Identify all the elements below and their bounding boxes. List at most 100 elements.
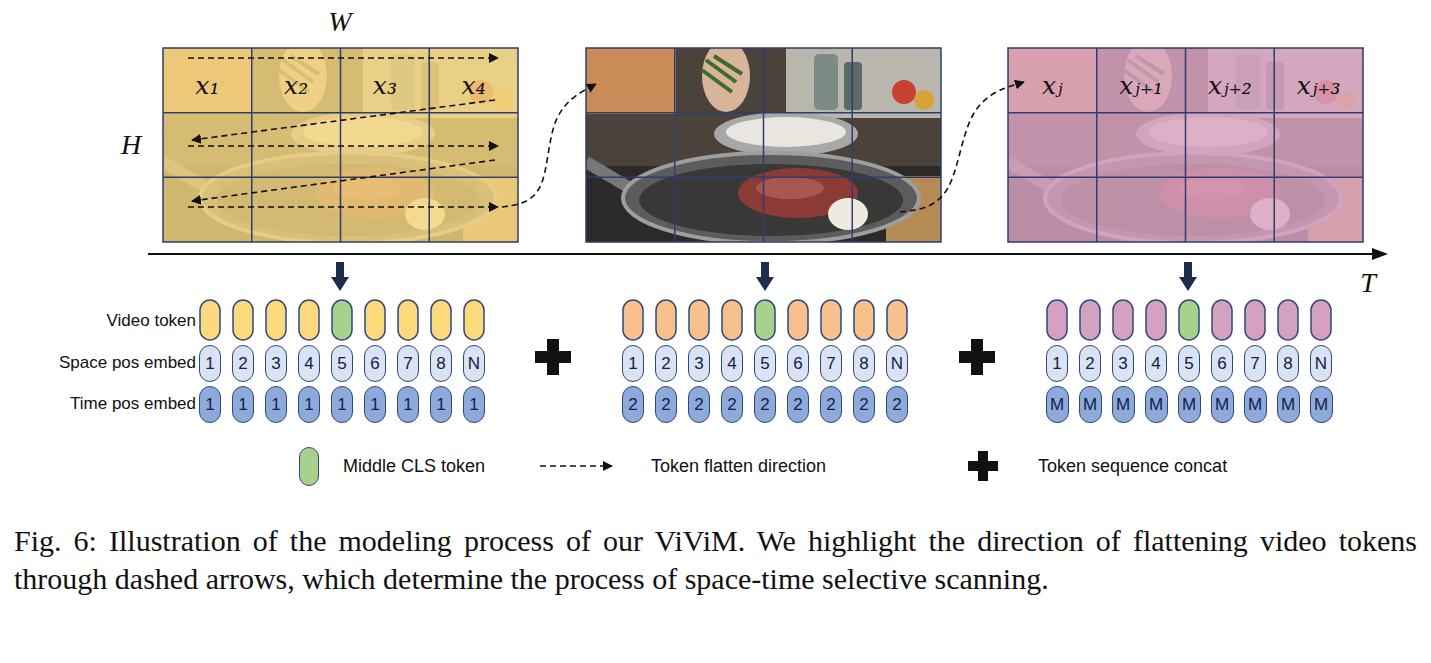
time-pos-embed: 1: [430, 386, 452, 423]
embed-number: 2: [238, 355, 247, 372]
legend-text: Token sequence concat: [1038, 456, 1227, 477]
video-frame: [1008, 40, 1363, 243]
time-pos-embed: 2: [754, 386, 776, 423]
embed-number: 1: [469, 396, 478, 413]
space-pos-embed: 1: [1046, 345, 1068, 382]
space-pos-embed: 6: [787, 345, 809, 382]
cooking-scene: [1008, 48, 1363, 242]
video-token: [1278, 300, 1298, 340]
legend-text: Middle CLS token: [343, 456, 485, 477]
video-token: [1212, 300, 1232, 340]
space-pos-embed: 7: [820, 345, 842, 382]
embed-number: 2: [760, 396, 769, 413]
cls-token: [1179, 300, 1199, 340]
time-pos-embed: 2: [853, 386, 875, 423]
space-pos-embed: 5: [754, 345, 776, 382]
embed-number: 2: [793, 396, 802, 413]
concat-plus: [968, 451, 998, 481]
time-pos-embed: 1: [265, 386, 287, 423]
time-pos-embed: M: [1244, 386, 1267, 423]
time-pos-embed: M: [1178, 386, 1201, 423]
embed-number: 1: [304, 396, 313, 413]
legend-dashed-arrow: [540, 465, 612, 467]
grid-line: [1096, 48, 1098, 242]
cls-token: [332, 300, 352, 340]
video-token: [788, 300, 808, 340]
embed-number: N: [1315, 355, 1327, 372]
patch-cell: x₁: [163, 48, 252, 113]
space-pos-embed: 1: [199, 345, 221, 382]
video-token: [656, 300, 676, 340]
grid-line: [1008, 177, 1363, 179]
embed-number: 2: [661, 355, 670, 372]
legend-swatch: [299, 447, 319, 486]
frame-border: [1008, 48, 1363, 242]
space-pos-embed: 3: [1112, 345, 1134, 382]
time-pos-embed: 1: [199, 386, 221, 423]
video-token: [398, 300, 418, 340]
video-token: [431, 300, 451, 340]
embed-number: M: [1215, 396, 1229, 413]
time-pos-embed: 1: [364, 386, 386, 423]
frame-picture: [163, 48, 518, 242]
embed-number: 2: [1085, 355, 1094, 372]
embed-number: 2: [694, 396, 703, 413]
patch-cell: xⱼ₊₂: [1186, 48, 1275, 113]
grid-line: [674, 48, 676, 242]
space-pos-embed: 5: [331, 345, 353, 382]
space-pos-embed: 3: [688, 345, 710, 382]
frame-picture: [586, 48, 941, 242]
video-token: [623, 300, 643, 340]
video-token: [821, 300, 841, 340]
embed-number: 6: [793, 355, 802, 372]
embed-number: 4: [1151, 355, 1160, 372]
video-frame: [586, 40, 941, 243]
token-label: xⱼ₊₃: [1297, 71, 1341, 100]
flatten-arrow: [900, 82, 1024, 212]
grid-line: [1185, 48, 1187, 242]
embed-number: 1: [205, 355, 214, 372]
concat-plus: [959, 339, 995, 375]
token-label: xⱼ: [1042, 71, 1063, 100]
embed-number: 1: [1052, 355, 1061, 372]
time-pos-embed: 1: [463, 386, 485, 423]
video-token: [1245, 300, 1265, 340]
patch-cell: x₂: [252, 48, 341, 113]
time-pos-embed: 1: [331, 386, 353, 423]
embed-number: 1: [370, 396, 379, 413]
video-token: [887, 300, 907, 340]
down-arrow: [756, 262, 774, 291]
space-pos-embed: 6: [1211, 345, 1233, 382]
video-token: [233, 300, 253, 340]
time-pos-embed: 1: [397, 386, 419, 423]
embed-number: 1: [628, 355, 637, 372]
embed-number: 5: [337, 355, 346, 372]
cooking-scene: [163, 48, 518, 242]
row-label: Video token: [107, 311, 196, 331]
video-token: [365, 300, 385, 340]
embed-number: 2: [661, 396, 670, 413]
space-pos-embed: 2: [1079, 345, 1101, 382]
embed-number: M: [1314, 396, 1328, 413]
embed-number: 1: [436, 396, 445, 413]
time-pos-embed: M: [1211, 386, 1234, 423]
embed-number: 8: [1283, 355, 1292, 372]
flatten-arrow: [188, 57, 498, 59]
time-pos-embed: 1: [232, 386, 254, 423]
time-pos-embed: 2: [787, 386, 809, 423]
frame-border: [586, 48, 941, 242]
frame-picture: [1008, 48, 1363, 242]
embed-number: N: [468, 355, 480, 372]
row-label: Space pos embed: [59, 353, 196, 373]
video-token: [689, 300, 709, 340]
patch-grid: [163, 48, 518, 242]
embed-number: 3: [271, 355, 280, 372]
down-arrow: [1179, 262, 1197, 291]
video-token: [722, 300, 742, 340]
space-pos-embed: 4: [298, 345, 320, 382]
video-frame: [163, 40, 518, 243]
grid-line: [340, 48, 342, 242]
patch-cell: x₄: [429, 48, 518, 113]
patch-cell: xⱼ: [1008, 48, 1097, 113]
cls-token: [755, 300, 775, 340]
